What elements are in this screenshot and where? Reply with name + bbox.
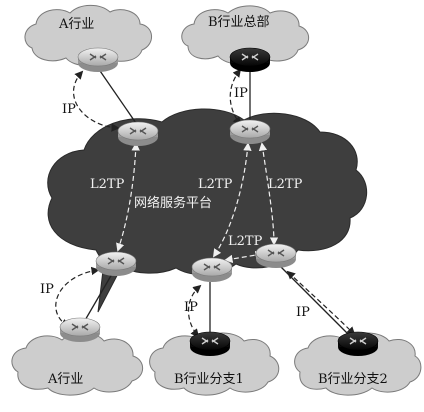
l2tp-label-b-branch2: L2TP (268, 177, 303, 192)
router-icon (337, 331, 379, 356)
ip-label-b-branch1: IP (184, 300, 198, 315)
cloud-b-branch1 (149, 332, 280, 396)
router-icon (95, 251, 137, 276)
cloud-label-b-hq: B行业总部 (208, 15, 270, 30)
l2tp-label-a: L2TP (90, 177, 125, 192)
router-icon (59, 317, 101, 342)
cloud-label-b-branch1: B行业分支1 (174, 372, 244, 387)
link-a-top (97, 67, 139, 127)
link-b-branch2 (279, 265, 351, 337)
cloud-label-a-bottom: A行业 (47, 372, 83, 387)
router-icon (229, 119, 271, 144)
ip-arrow-b-branch2 (286, 270, 356, 336)
l2tp-tunnel-b-branch1 (213, 142, 252, 258)
l2tp-label-branches: L2TP (228, 234, 263, 249)
router-icon (77, 47, 119, 72)
ip-arrow-a-bottom (55, 266, 100, 327)
cloud-b-hq (181, 5, 310, 65)
router-icon (189, 331, 231, 356)
cloud-label-a-top: A行业 (58, 17, 94, 32)
router-icon (191, 257, 233, 282)
cloud-label-service: 网络服务平台 (134, 195, 212, 211)
router-icon (117, 121, 159, 146)
ip-arrow-b-branch1 (187, 284, 202, 338)
cloud-label-b-branch2: B行业分支2 (318, 372, 388, 387)
ip-label-b-branch2: IP (296, 305, 310, 320)
l2tp-tunnel-a (116, 142, 140, 252)
ip-label-b-hq: IP (234, 86, 248, 101)
cloud-b-branch2 (294, 332, 422, 396)
l2tp-tunnel-branches (224, 250, 264, 264)
cloud-a-top (24, 4, 152, 66)
ip-label-a-top: IP (62, 102, 76, 117)
cloud-a-bottom (11, 332, 144, 396)
router-icon (229, 47, 271, 72)
l2tp-tunnel-b-branch2 (258, 142, 279, 246)
link-a-bottom (83, 273, 113, 323)
l2tp-label-b-branch1: L2TP (198, 177, 233, 192)
router-icon (255, 243, 297, 268)
ip-label-a-bottom: IP (40, 282, 54, 297)
ip-arrow-a-top (72, 70, 120, 132)
